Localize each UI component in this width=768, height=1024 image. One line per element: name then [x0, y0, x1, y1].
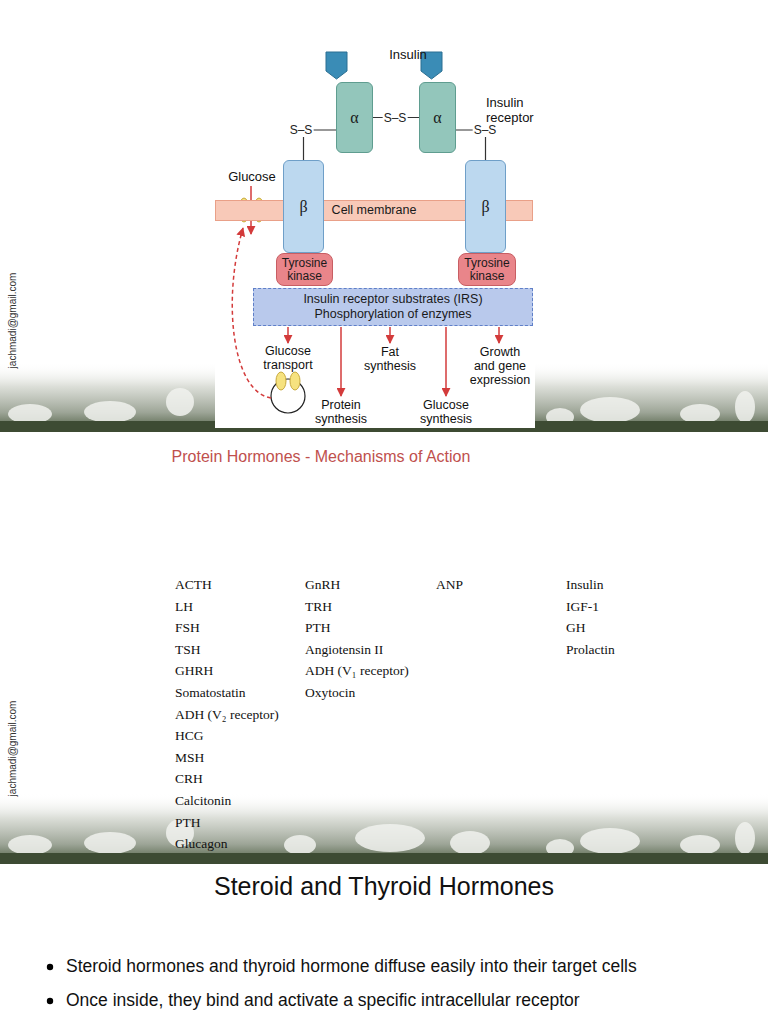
beta-subunit: β: [283, 160, 324, 253]
bond-label: S–S: [383, 111, 408, 125]
table-cell: Somatostatin: [175, 684, 305, 701]
watermark: jachmadi@gmail.com: [6, 260, 19, 380]
molecule-label: Glucose: [222, 169, 282, 185]
table-cell: PTH: [305, 619, 435, 636]
node-text: Tyrosine kinase: [459, 257, 515, 283]
table-cell: ADH (V₂ receptor): [175, 706, 305, 723]
effect-label: Glucose transport: [258, 344, 318, 372]
table-cell: Prolactin: [566, 641, 696, 658]
node-text: Phosphorylation of enzymes: [314, 307, 471, 322]
node-text: β: [299, 197, 307, 216]
table-cell: MSH: [175, 749, 305, 766]
table-cell: TRH: [305, 598, 435, 615]
node-text: Insulin receptor substrates (IRS): [303, 292, 482, 307]
receptor-label: Insulin receptor: [486, 95, 538, 125]
animal-silhouettes: [8, 819, 755, 857]
kinase-box: Tyrosine kinase: [276, 253, 333, 286]
table-cell: CRH: [175, 770, 305, 787]
table-cell: Oxytocin: [305, 684, 435, 701]
effect-arrow: [498, 327, 500, 343]
table-cell: Calcitonin: [175, 792, 305, 809]
table-cell: Insulin: [566, 576, 696, 593]
node-text: α: [350, 108, 358, 127]
table-cell: GnRH: [305, 576, 435, 593]
watermark: jachmadi@gmail.com: [6, 688, 19, 808]
table-cell: IGF-1: [566, 598, 696, 615]
transporter-symbol: [276, 372, 286, 390]
table-cell: ACTH: [175, 576, 305, 593]
table-cell: GHRH: [175, 662, 305, 679]
alpha-subunit: α: [336, 82, 373, 153]
hormone-label: Insulin: [378, 47, 438, 63]
bullet-dot: [47, 964, 53, 970]
table-cell: ADH (V₁ receptor): [305, 662, 435, 679]
alpha-subunit: α: [419, 82, 456, 153]
effect-arrow: [340, 327, 342, 396]
slide-title: Steroid and Thyroid Hormones: [0, 871, 768, 902]
node-text: α: [433, 108, 441, 127]
node-text: β: [481, 197, 489, 216]
table-cell: PTH: [175, 814, 305, 831]
transporter-symbol: [290, 372, 300, 390]
effect-arrow: [445, 327, 447, 396]
bond-label: S–S: [473, 123, 498, 137]
table-cell: TSH: [175, 641, 305, 658]
table-cell: ANP: [436, 576, 566, 593]
effect-label: Protein synthesis: [311, 398, 371, 426]
farm-banner: [0, 793, 768, 864]
node-text: Cell membrane: [332, 203, 417, 218]
grass-strip: [0, 853, 768, 864]
bullet-text: Steroid hormones and thyroid hormone dif…: [66, 955, 768, 977]
insulin-symbol: [326, 52, 347, 79]
figure-caption: Protein Hormones - Mechanisms of Action: [100, 447, 542, 467]
table-cell: Angiotensin II: [305, 641, 435, 658]
table-cell: HCG: [175, 727, 305, 744]
table-cell: Glucagon: [175, 835, 305, 852]
table-cell: LH: [175, 598, 305, 615]
node-text: Tyrosine kinase: [277, 257, 332, 283]
substrate-band: Insulin receptor substrates (IRS)Phospho…: [253, 288, 533, 326]
effect-arrow: [287, 327, 289, 343]
effect-label: Glucose synthesis: [416, 398, 476, 426]
effect-arrow: [389, 327, 391, 343]
table-cell: GH: [566, 619, 696, 636]
kinase-box: Tyrosine kinase: [458, 253, 516, 286]
effect-label: Fat synthesis: [361, 345, 419, 373]
effect-label: Growth and gene expression: [468, 345, 532, 387]
bond-label: S–S: [289, 123, 314, 137]
bullet-dot: [47, 998, 53, 1004]
table-cell: FSH: [175, 619, 305, 636]
bullet-text: Once inside, they bind and activate a sp…: [66, 989, 768, 1011]
beta-subunit: β: [465, 160, 506, 253]
